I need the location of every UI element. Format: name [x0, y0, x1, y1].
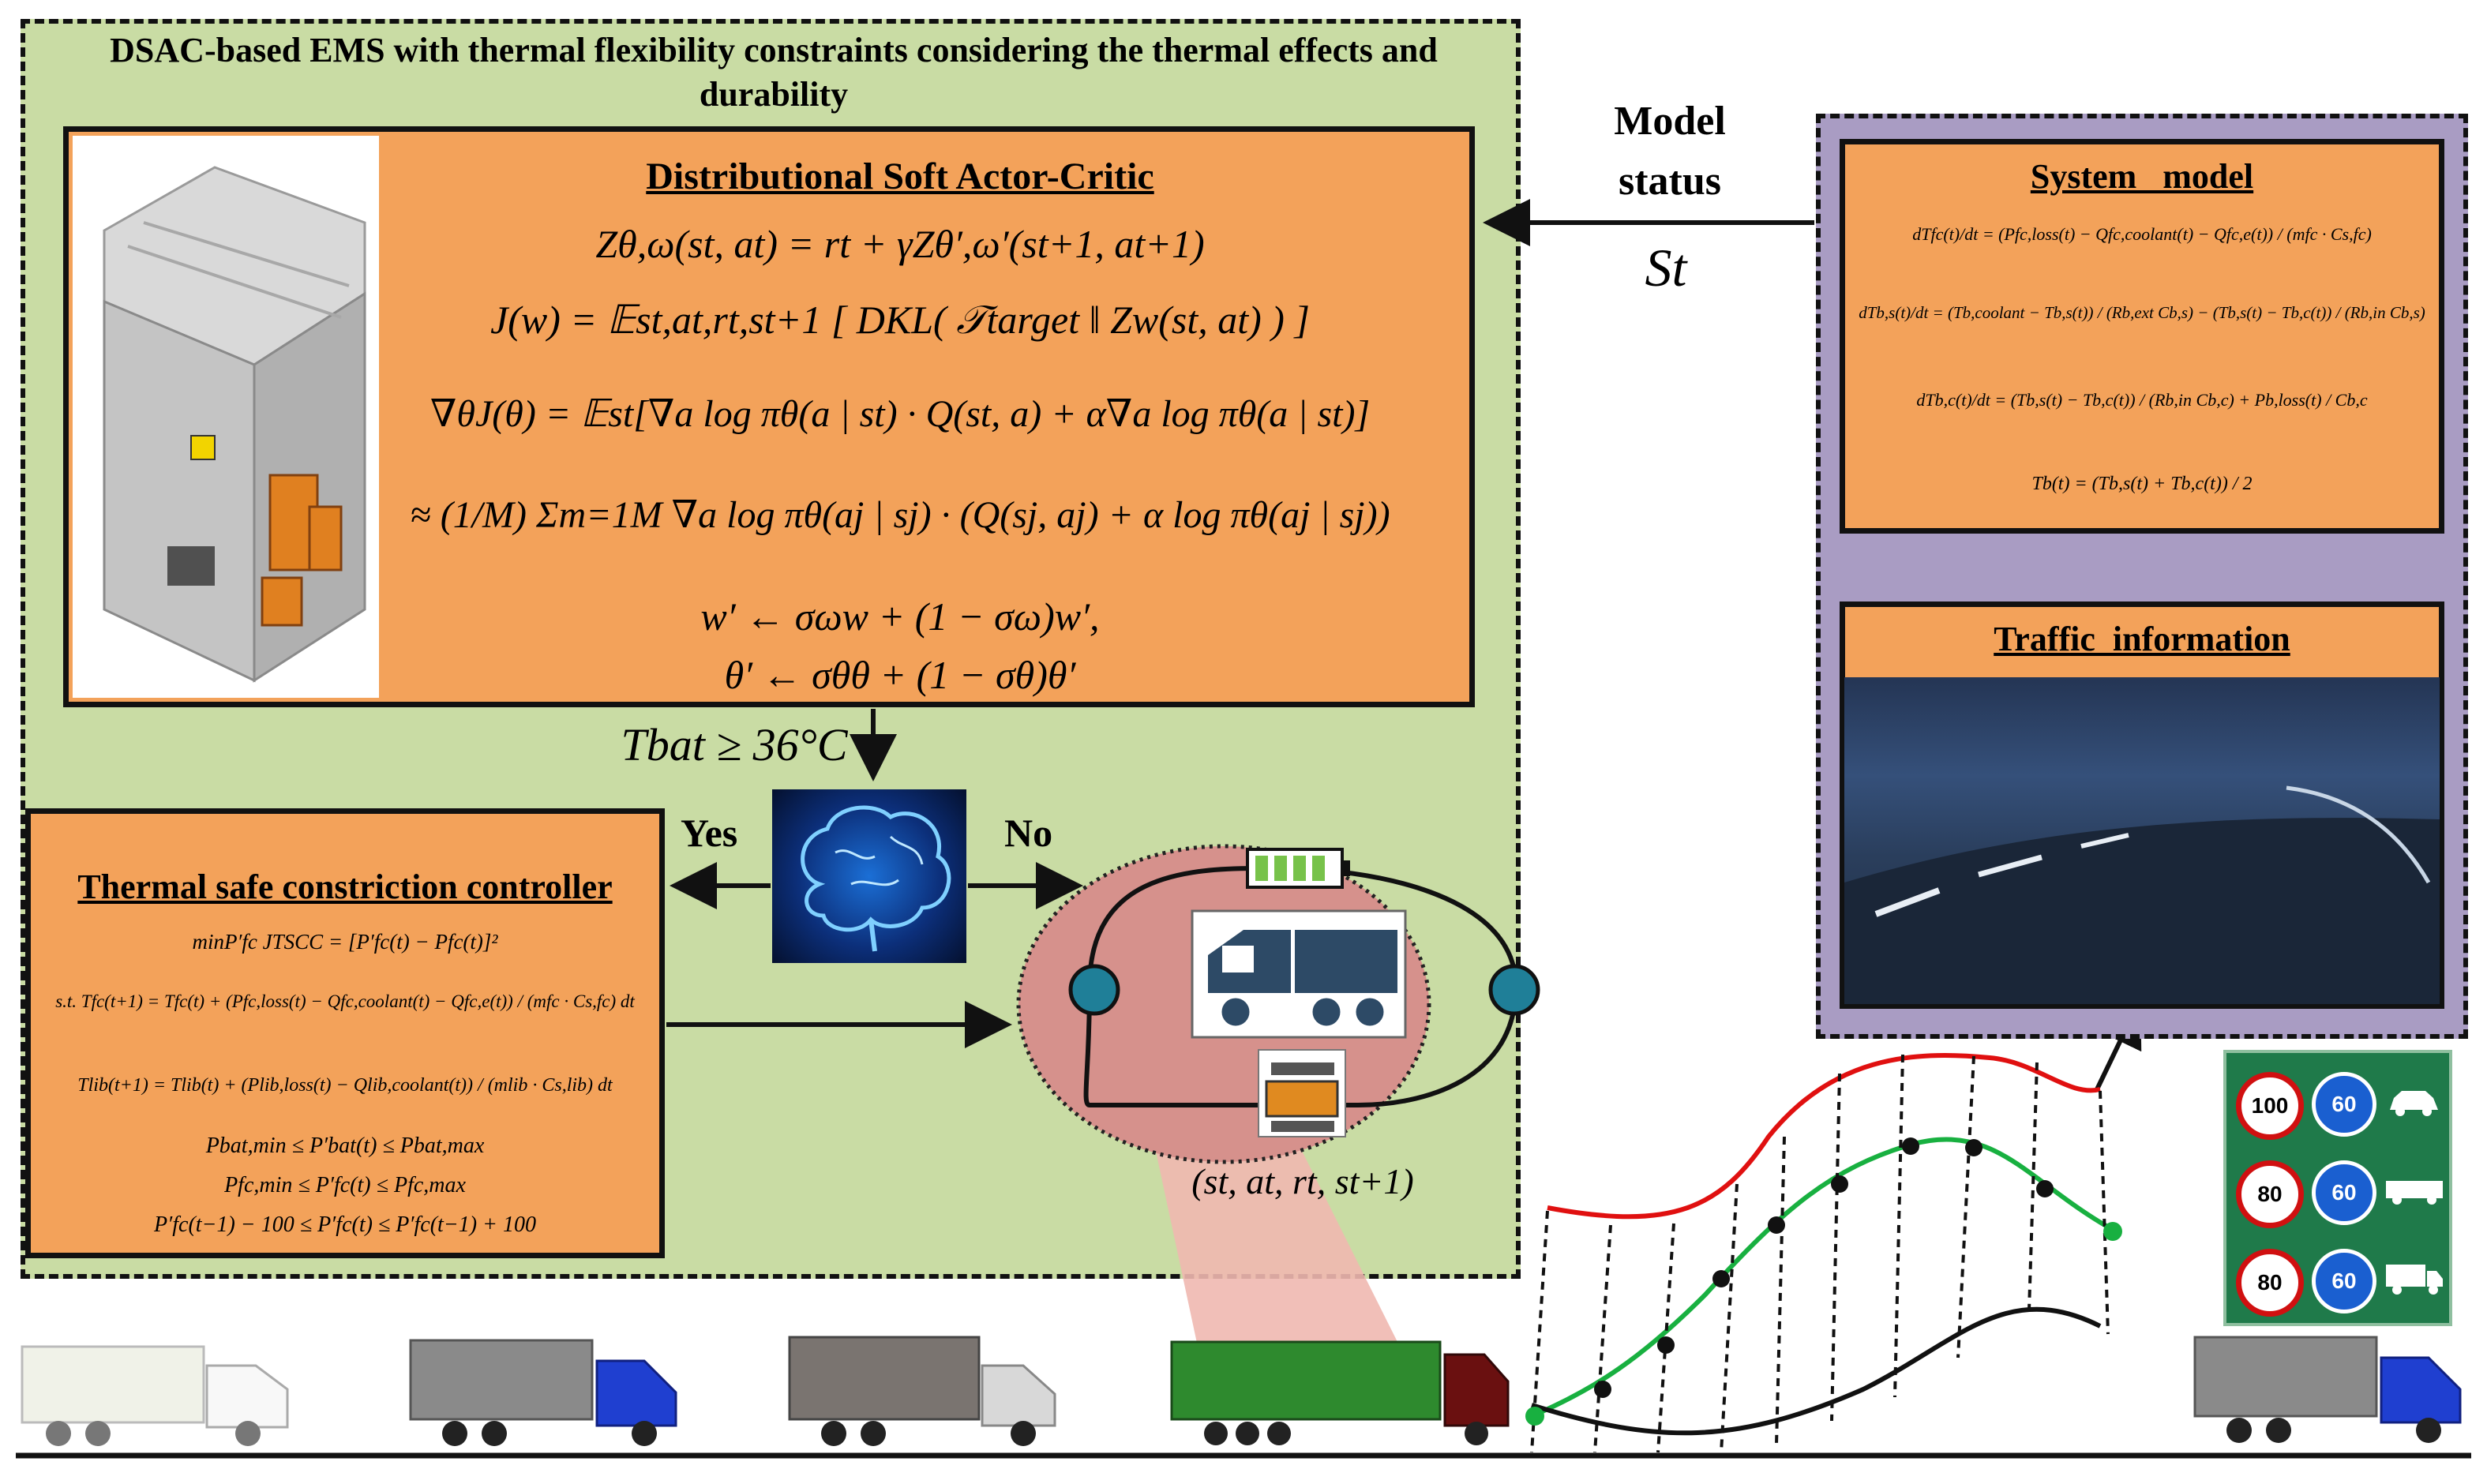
speed-limit-min: 60	[2312, 1160, 2376, 1225]
speed-limit-max: 80	[2236, 1249, 2304, 1317]
tscc-eq-4: Pbat,min ≤ P′bat(t) ≤ Pbat,max	[205, 1134, 485, 1158]
speed-limit-signs: 100 60 80 60 80 60	[2223, 1050, 2452, 1326]
system-eq-3: dTb,c(t)/dt = (Tb,s(t) − Tb,c(t)) / (Rb,…	[1916, 390, 2368, 410]
speed-limit-min: 60	[2312, 1072, 2376, 1137]
model-status-line2: status	[1618, 159, 1722, 204]
dsac-eq-4: ≈ (1/M) Σm=1M ∇a log πθ(aj | sj) · (Q(sj…	[410, 494, 1390, 536]
lower-bound-curve	[1531, 1306, 2102, 1436]
tscc-eq-1: minP′fc JTSCC = [P′fc(t) − Pfc(t)]²	[192, 930, 498, 954]
tscc-box	[25, 808, 665, 1258]
panel-title: DSAC-based EMS with thermal flexibility …	[110, 31, 1438, 114]
speed-limit-max: 100	[2236, 1072, 2304, 1140]
speed-limit-max: 80	[2236, 1160, 2304, 1228]
system-eq-4: Tb(t) = (Tb,s(t) + Tb,c(t)) / 2	[2031, 474, 2253, 494]
battery-pack-image	[73, 136, 379, 698]
road-image	[1844, 677, 2440, 1004]
state-symbol: St	[1645, 238, 1687, 298]
sign-row-bus: 80 60	[2236, 1151, 2443, 1230]
dsac-eq-3: ∇θJ(θ) = 𝔼st[∇a log πθ(a | st) · Q(st, a…	[430, 393, 1371, 435]
sign-row-car: 100 60	[2236, 1062, 2443, 1141]
bus-icon	[2386, 1181, 2443, 1205]
truck-image-5	[2193, 1336, 2462, 1443]
dsac-heading: Distributional Soft Actor-Critic	[646, 156, 1154, 197]
tscc-eq-6: P′fc(t−1) − 100 ≤ P′fc(t) ≤ P′fc(t−1) + …	[154, 1212, 536, 1237]
dsac-eq-6: θ′ ← σθθ + (1 − σθ)θ′	[724, 653, 1076, 697]
truck-image-4	[1170, 1340, 1510, 1445]
tscc-eq-5: Pfc,min ≤ P′fc(t) ≤ Pfc,max	[224, 1173, 466, 1197]
tscc-eq-3: Tlib(t+1) = Tlib(t) + (Plib,loss(t) − Ql…	[77, 1075, 613, 1096]
dsac-eq-2: J(w) = 𝔼st,at,rt,st+1 [ DKL( 𝒯target ‖ Z…	[490, 298, 1310, 342]
brain-icon	[772, 789, 966, 963]
sign-row-truck: 80 60	[2236, 1239, 2443, 1318]
no-label: No	[1004, 811, 1053, 855]
trajectory-plot	[1525, 1052, 2122, 1453]
truck-icon	[2386, 1265, 2443, 1295]
traffic-heading: Traffic information	[1994, 620, 2290, 658]
system-model-heading: System model	[2030, 157, 2254, 196]
truck-image-1	[21, 1345, 289, 1446]
speed-limit-min: 60	[2312, 1249, 2376, 1313]
temperature-condition: Tbat ≥ 36°C	[621, 719, 848, 770]
car-icon	[2390, 1091, 2438, 1116]
truck-image-3	[788, 1336, 1056, 1446]
system-model-box	[1840, 139, 2444, 534]
fuel-cell-icon	[1258, 1049, 1346, 1137]
transition-tuple: (st, at, rt, st+1)	[1191, 1161, 1414, 1201]
truck-image-2	[409, 1339, 677, 1446]
battery-icon	[1246, 848, 1350, 889]
yes-label: Yes	[681, 811, 738, 855]
model-status-line1: Model	[1614, 99, 1726, 144]
system-eq-2: dTb,s(t)/dt = (Tb,coolant − Tb,s(t)) / (…	[1859, 303, 2425, 322]
zoom-callout	[1153, 1137, 1405, 1358]
system-eq-1: dTfc(t)/dt = (Pfc,loss(t) − Qfc,coolant(…	[1912, 224, 2372, 244]
motor-node-left	[1068, 964, 1120, 1016]
optimal-trajectory-curve	[1530, 1137, 2118, 1418]
motor-node-right	[1488, 964, 1540, 1016]
dsac-eq-1: Zθ,ω(st, at) = rt + γZθ′,ω′(st+1, at+1)	[595, 222, 1205, 266]
upper-bound-curve	[1547, 1052, 2101, 1220]
tscc-eq-2: s.t. Tfc(t+1) = Tfc(t) + (Pfc,loss(t) − …	[55, 991, 635, 1011]
dsac-eq-5: w′ ← σωw + (1 − σω)w′,	[700, 594, 1100, 639]
truck-icon	[1191, 909, 1407, 1039]
tscc-heading: Thermal safe constriction controller	[77, 868, 613, 906]
